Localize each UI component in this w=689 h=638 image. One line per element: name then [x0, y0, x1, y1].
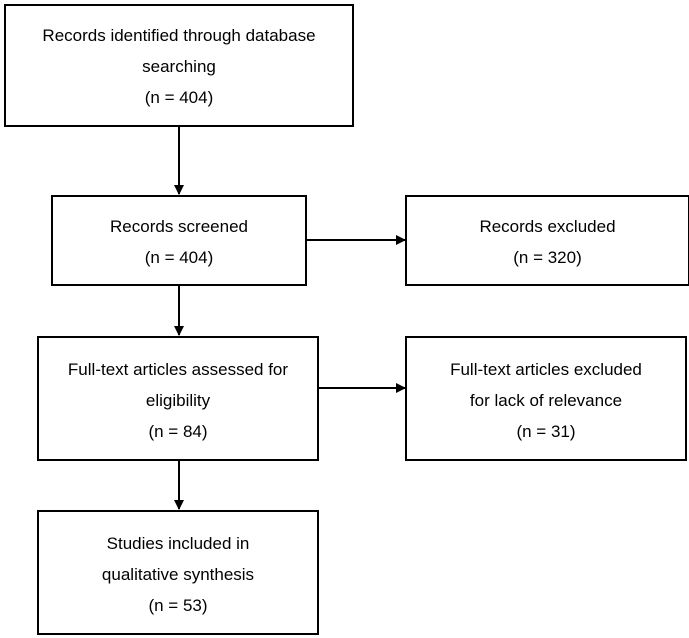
box-studies-included-line1: Studies included in	[106, 534, 250, 553]
box-records-excluded: Records excluded (n = 320)	[405, 195, 689, 286]
box-records-identified-line1: Records identified through database	[42, 26, 316, 45]
box-fulltext-excluded-count: (n = 31)	[516, 422, 576, 441]
box-fulltext-excluded-line1: Full-text articles excluded	[450, 360, 642, 379]
box-fulltext-assessed-line1: Full-text articles assessed for	[67, 360, 289, 379]
box-records-identified: Records identified through database sear…	[4, 4, 354, 127]
box-studies-included: Studies included in qualitative synthesi…	[37, 510, 319, 635]
box-fulltext-assessed-count: (n = 84)	[148, 422, 208, 441]
box-records-identified-count: (n = 404)	[144, 88, 214, 107]
box-fulltext-excluded: Full-text articles excluded for lack of …	[405, 336, 687, 461]
box-fulltext-excluded-line2: for lack of relevance	[469, 391, 623, 410]
box-studies-included-count: (n = 53)	[148, 596, 208, 615]
box-records-screened: Records screened (n = 404)	[51, 195, 307, 286]
box-records-screened-count: (n = 404)	[144, 248, 214, 267]
box-fulltext-assessed-line2: eligibility	[145, 391, 211, 410]
box-records-screened-line1: Records screened	[110, 217, 248, 236]
box-studies-included-line2: qualitative synthesis	[101, 565, 255, 584]
box-records-excluded-count: (n = 320)	[513, 248, 582, 267]
box-records-identified-line2: searching	[142, 57, 216, 76]
box-records-excluded-line1: Records excluded	[479, 217, 616, 236]
box-fulltext-assessed: Full-text articles assessed for eligibil…	[37, 336, 319, 461]
